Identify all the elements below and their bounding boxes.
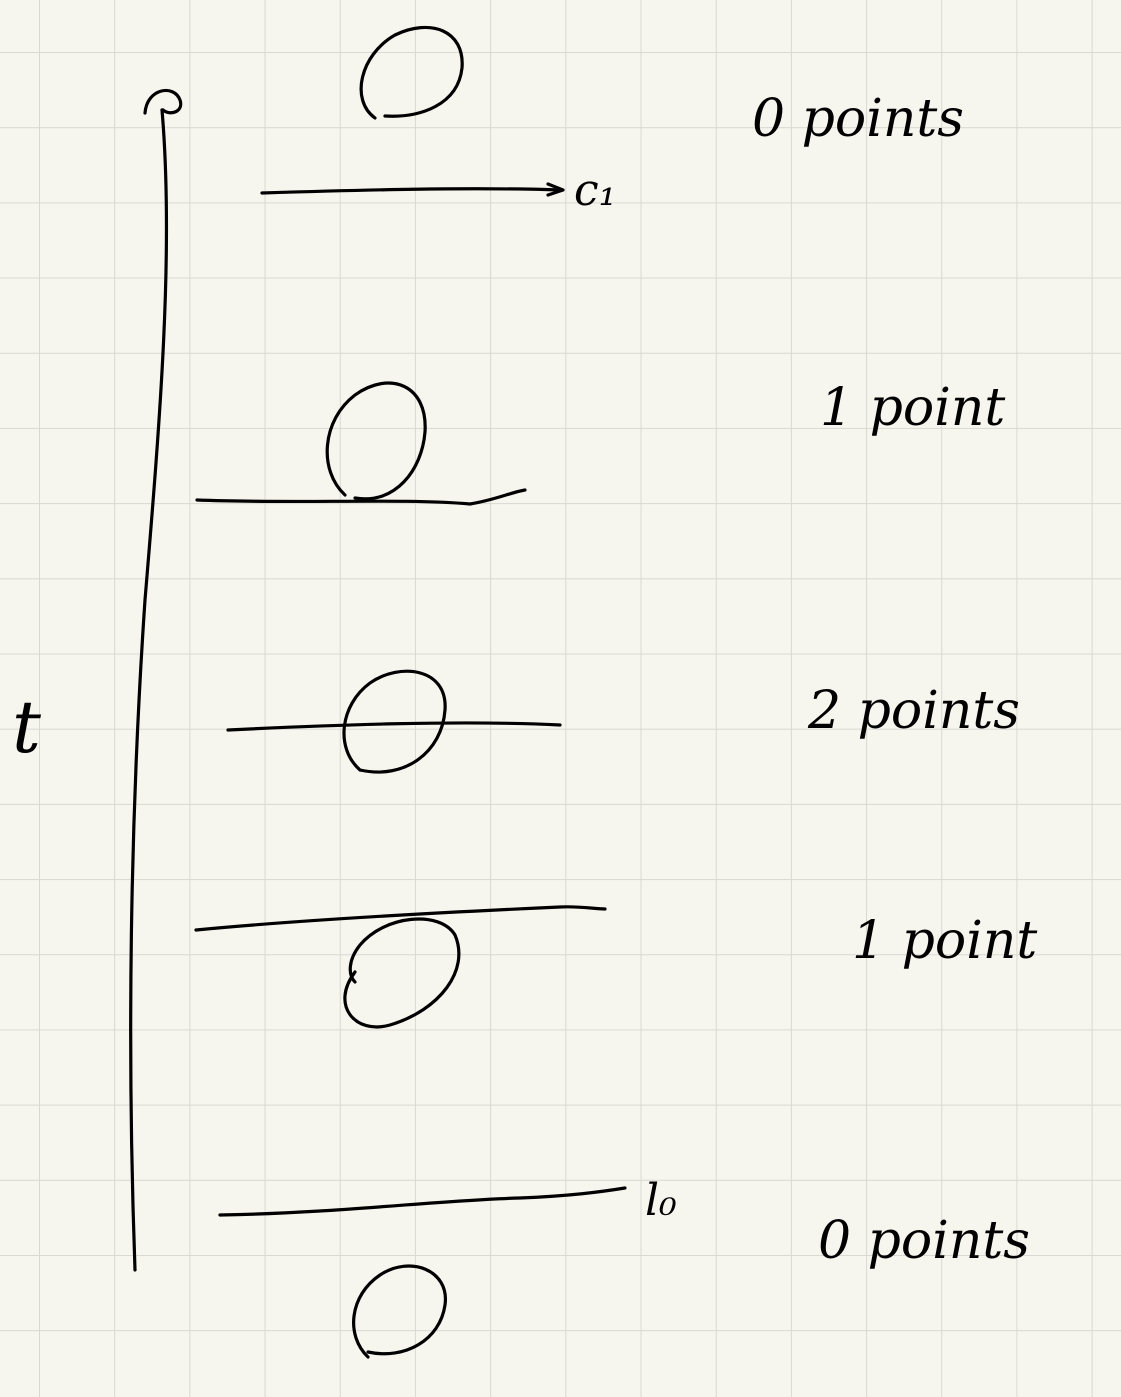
stage-2-label: 1 point [820,378,1005,438]
stage-1 [260,25,565,197]
stage-3-label: 2 points [807,681,1020,741]
sweep-line [218,1186,627,1217]
time-axis-arrowhead-icon [143,89,183,115]
stage-4 [194,905,607,1029]
sweep-line [226,721,562,732]
line-label-bottom: l₀ [645,1175,677,1226]
stage-4-label: 1 point [852,911,1037,971]
stage-3 [226,669,562,774]
sweep-line [194,905,607,932]
stage-5-label: 0 points [818,1211,1030,1271]
line-label-top: c₁ [574,165,616,216]
time-axis-label: t [12,685,42,769]
time-axis-line [129,108,169,1272]
stage-2 [195,381,527,506]
sweep-line-arrowhead-icon [546,182,565,197]
stage-5 [218,1186,627,1359]
circle [342,669,447,774]
sweep-line [260,187,564,195]
sweep-line [195,488,527,506]
stage-1-label: 0 points [752,89,964,149]
circle [325,381,427,501]
circle [352,1264,447,1359]
circle [343,917,461,1029]
circle [359,25,464,120]
time-axis [129,89,183,1272]
